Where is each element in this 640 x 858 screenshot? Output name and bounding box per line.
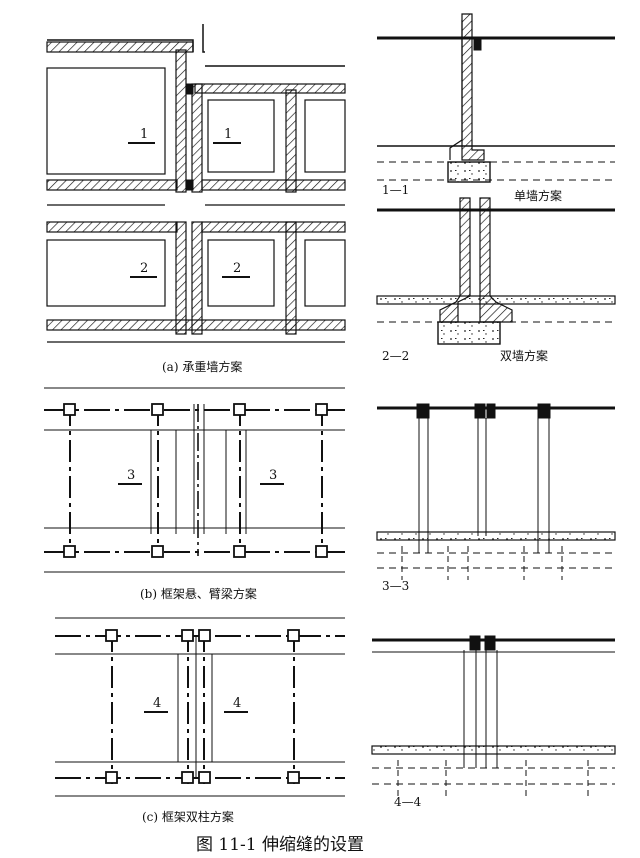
room-label-1-right: 1 bbox=[224, 127, 232, 142]
section-label-4-4: 4—4 bbox=[394, 795, 422, 809]
bay-label-4-right: 4 bbox=[233, 696, 241, 711]
caption-c: (c) 框架双柱方案 bbox=[142, 810, 234, 824]
bay-label-4-left: 4 bbox=[153, 696, 161, 711]
double-wall-label: 双墙方案 bbox=[500, 348, 548, 363]
section-label-1-1: 1—1 bbox=[382, 183, 409, 197]
plan-b-cantilever-frame bbox=[44, 387, 345, 573]
section-label-3-3: 3—3 bbox=[382, 579, 409, 593]
plan-a-bearing-wall bbox=[46, 24, 346, 343]
figure-title: 图 11-1 伸缩缝的设置 bbox=[196, 835, 364, 855]
caption-a: (a) 承重墙方案 bbox=[162, 360, 243, 374]
room-label-2-right: 2 bbox=[233, 261, 241, 276]
bay-label-3-left: 3 bbox=[127, 468, 135, 483]
section-4-4 bbox=[371, 635, 616, 796]
room-label-1-left: 1 bbox=[140, 127, 148, 142]
section-3-3 bbox=[376, 403, 616, 580]
section-2-2-double-wall bbox=[376, 197, 616, 345]
caption-b: (b) 框架悬、臂梁方案 bbox=[140, 587, 257, 601]
section-1-1-single-wall bbox=[377, 13, 615, 183]
room-label-2-left: 2 bbox=[140, 261, 148, 276]
section-label-2-2: 2—2 bbox=[382, 349, 409, 363]
single-wall-label: 单墙方案 bbox=[514, 188, 562, 203]
plan-c-double-column-frame bbox=[55, 617, 345, 797]
bay-label-3-right: 3 bbox=[269, 468, 277, 483]
